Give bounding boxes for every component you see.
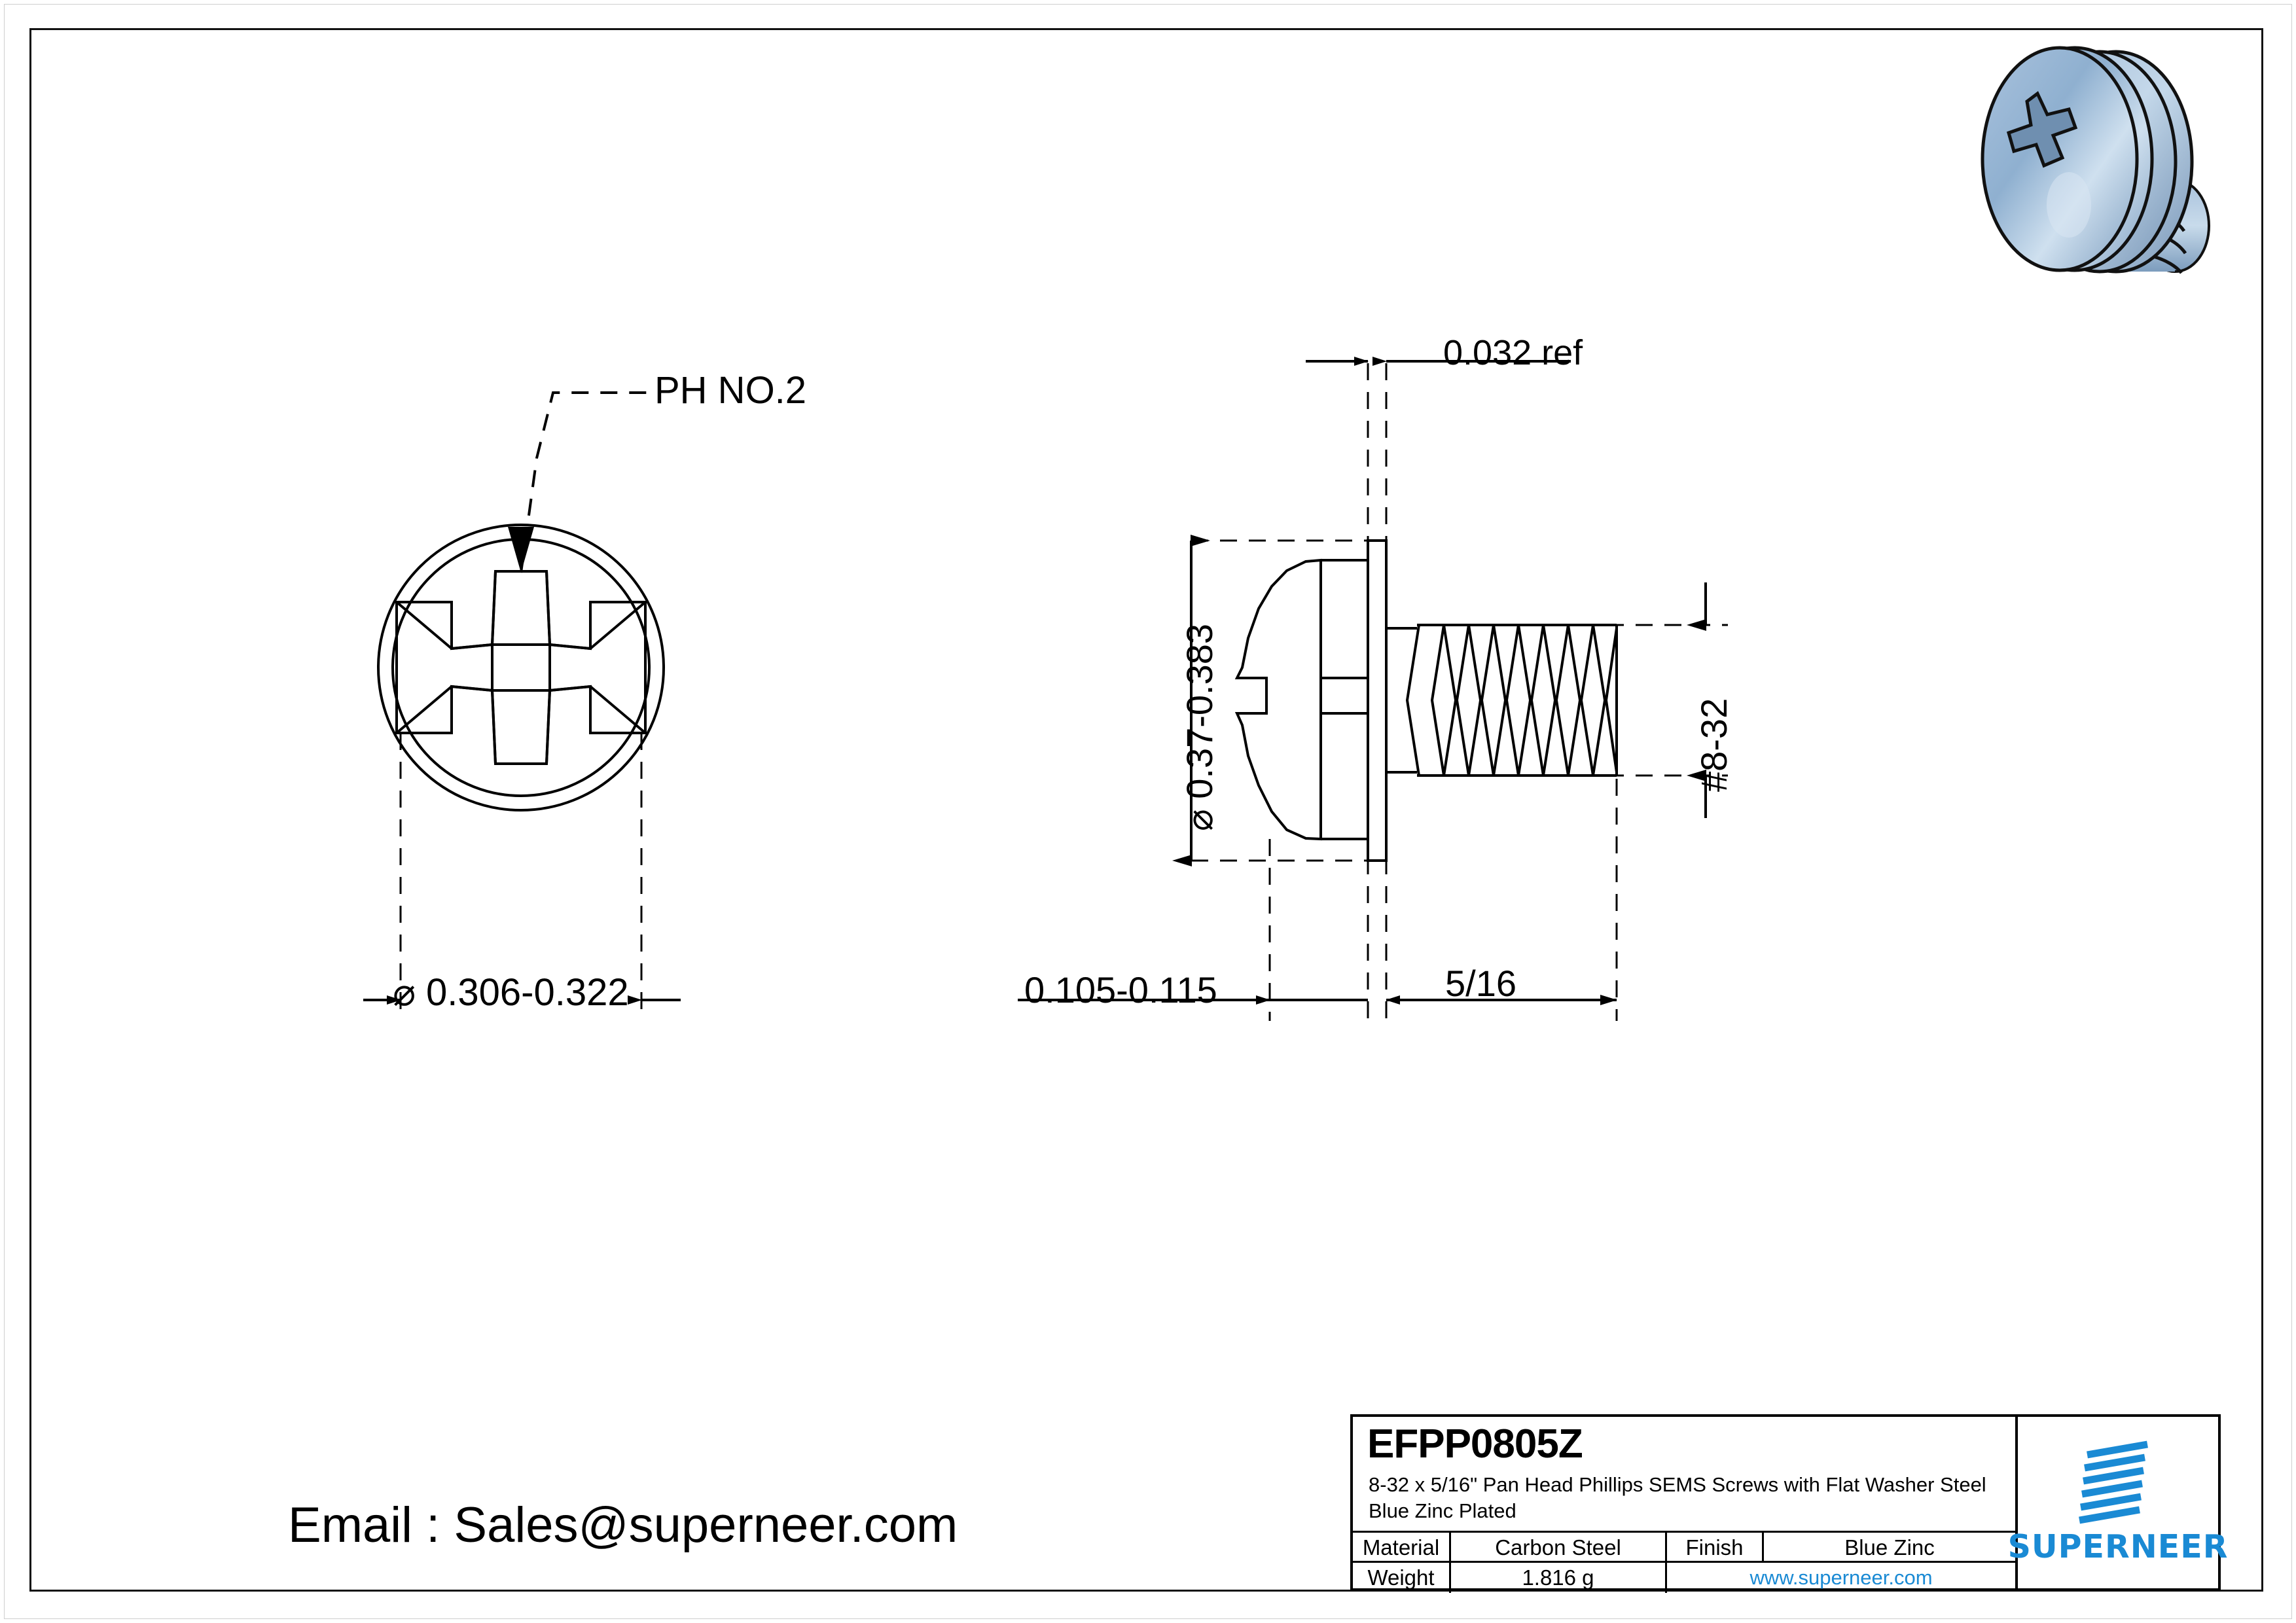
title-block-main: EFPP0805Z 8-32 x 5/16" Pan Head Phillips…: [1350, 1414, 2018, 1593]
finish-label: Finish: [1667, 1533, 1764, 1563]
sheet-outer-border: [4, 4, 2292, 1619]
finish-value: Blue Zinc: [1844, 1535, 1935, 1560]
title-block-rows: Material Carbon Steel Finish Blue Zinc W…: [1353, 1531, 2015, 1593]
brand-logo-cell: SUPERNEER: [2008, 1414, 2227, 1591]
washer-thickness-label: 0.032 ref: [1443, 333, 1583, 372]
table-row: Weight 1.816 g www.superneer.com: [1353, 1561, 2015, 1593]
material-value: Carbon Steel: [1451, 1533, 1667, 1563]
phillips-callout-label: PH NO.2: [655, 369, 807, 412]
email-label: Email : Sales@superneer.com: [288, 1497, 958, 1553]
thread-length-label: 5/16: [1445, 963, 1516, 1004]
material-label: Material: [1353, 1533, 1451, 1563]
sheet-inner-border: [29, 28, 2263, 1592]
part-code: EFPP0805Z: [1367, 1421, 1583, 1467]
weight-label: Weight: [1353, 1563, 1451, 1593]
head-height-label: 0.105-0.115: [1024, 969, 1217, 1010]
brand-name: SUPERNEER: [2007, 1527, 2229, 1565]
screw-3d-render: [1981, 46, 2210, 274]
website-link[interactable]: www.superneer.com: [1667, 1563, 2015, 1593]
render-pan-head: [1981, 46, 2154, 272]
superneer-logo-icon: [2079, 1440, 2148, 1524]
head-diameter-label: ⌀ 0.306-0.322: [393, 971, 629, 1014]
weight-value: 1.816 g: [1451, 1563, 1667, 1593]
render-phillips-recess: [2006, 91, 2078, 168]
table-row: Material Carbon Steel Finish Blue Zinc: [1353, 1531, 2015, 1563]
washer-diameter-label: ⌀ 0.37-0.383: [1179, 623, 1220, 831]
website-link-text: www.superneer.com: [1749, 1566, 1933, 1589]
title-block: EFPP0805Z 8-32 x 5/16" Pan Head Phillips…: [1350, 1414, 2227, 1593]
thread-spec-label: #8-32: [1693, 698, 1734, 792]
part-description: 8-32 x 5/16" Pan Head Phillips SEMS Scre…: [1369, 1473, 1986, 1522]
